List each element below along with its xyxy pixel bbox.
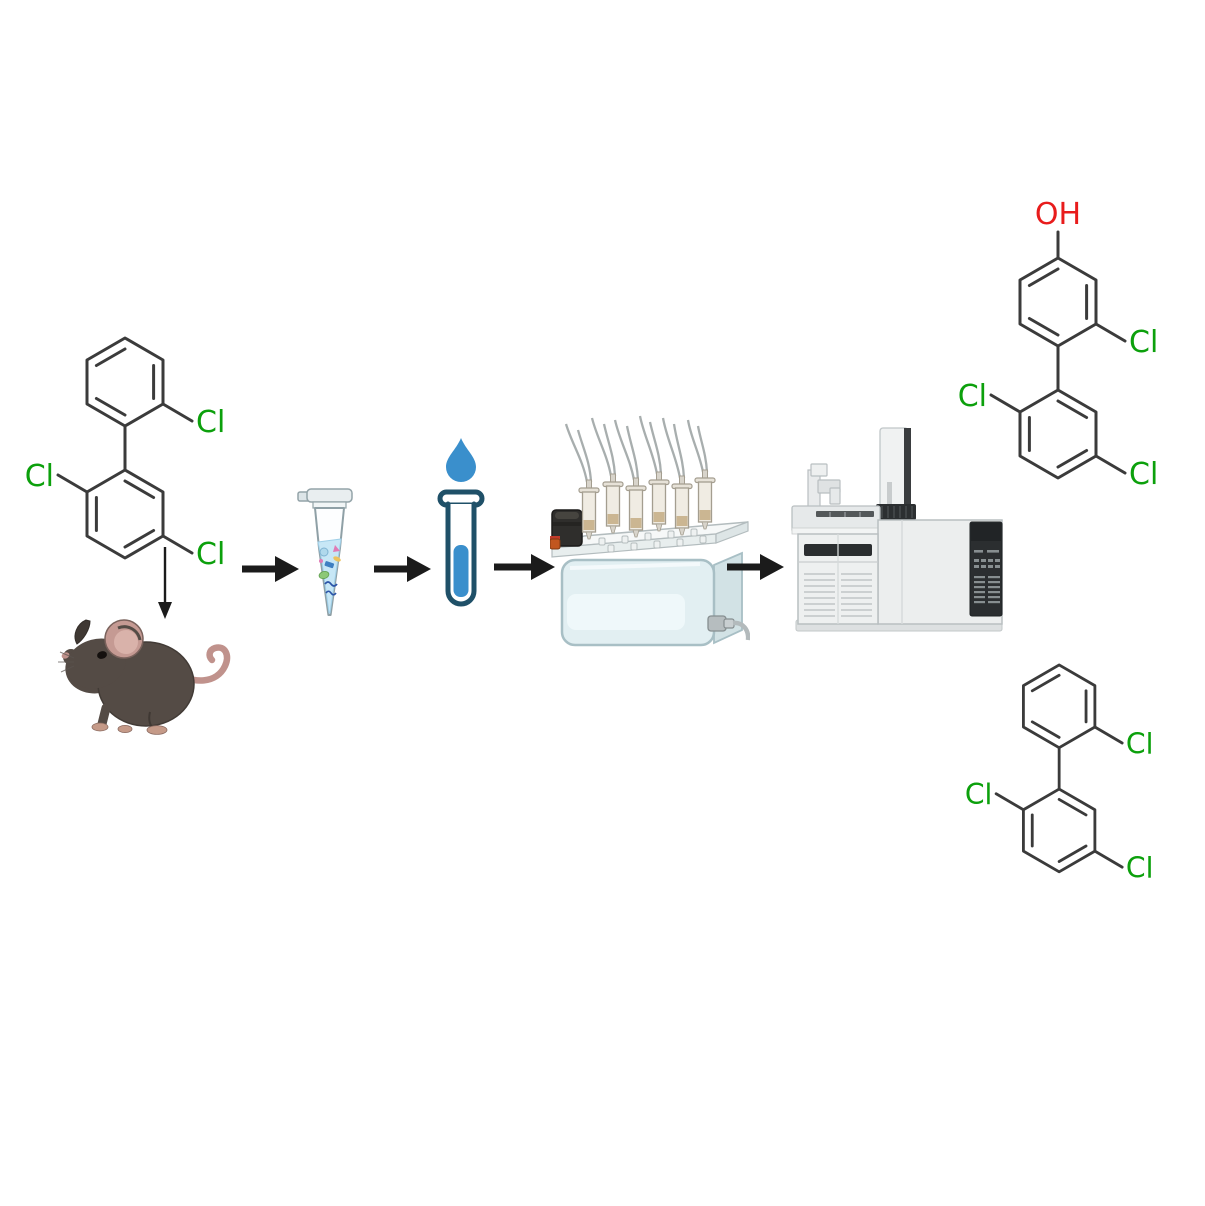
spe-column (671, 475, 693, 536)
spe-column (602, 473, 624, 534)
right-arrow (727, 554, 784, 580)
vacuum-gauge (550, 509, 583, 550)
mouse-illustration (58, 619, 231, 735)
mouse-back-ear (74, 619, 91, 645)
mouse-foot (117, 725, 133, 734)
gc-left-module (797, 533, 879, 625)
spe-vacuum-manifold-icon (550, 415, 750, 647)
right-arrow-icon (727, 554, 784, 580)
spe-column (648, 471, 670, 532)
down-arrow-icon (158, 547, 172, 619)
microcentrifuge-tube-icon (297, 488, 353, 616)
tube-cap (306, 488, 353, 503)
mouse-ear-inner (114, 630, 138, 654)
chlorine-label: Cl (1129, 325, 1158, 360)
lid-ports (598, 528, 707, 553)
gauge-valve-red (550, 536, 560, 540)
right-arrow-icon (494, 554, 555, 580)
tissue-homogenate-specks (318, 545, 341, 596)
autosampler-arm (807, 463, 841, 511)
chlorine-label: Cl (196, 537, 225, 572)
gauge-valve-orange (550, 538, 561, 550)
gc-ms-instrument-icon (791, 427, 1003, 632)
vent-grille (804, 573, 872, 617)
manifold-chamber (560, 551, 743, 647)
mouse-foot (91, 722, 109, 732)
down-arrow-head (158, 602, 172, 619)
chlorine-label: Cl (1129, 457, 1158, 492)
chlorine-label: Cl (958, 379, 987, 414)
spe-tubing (564, 415, 709, 483)
vacuum-hose (732, 620, 750, 641)
chlorine-label: Cl (1126, 727, 1154, 760)
mouse-front-leg (97, 703, 111, 729)
mouse-tail (168, 644, 231, 684)
biphenyl-skeleton (56, 336, 194, 560)
test-tube-liquid (453, 545, 469, 597)
right-arrow-icon (374, 556, 431, 582)
spe-column (694, 469, 716, 530)
hydroxyl-label: OH (1035, 197, 1081, 232)
right-arrow (494, 554, 555, 580)
vacuum-outlet (707, 615, 750, 641)
biphenyl-skeleton (994, 663, 1124, 874)
right-arrow (374, 556, 431, 582)
spe-column (578, 479, 600, 540)
mouse-whiskers (58, 651, 75, 673)
ms-control-panel (969, 521, 1003, 617)
right-arrow-icon (242, 556, 299, 582)
pcb-structure-parent: Cl Cl Cl (25, 336, 225, 572)
mouse-ear-rim (117, 625, 142, 641)
spe-columns (578, 469, 716, 540)
chlorine-label: Cl (1126, 851, 1154, 884)
chlorine-label: Cl (196, 405, 225, 440)
pcb-structure-hydroxylated: OH Cl Cl Cl (958, 197, 1158, 492)
droplet-icon (446, 438, 476, 482)
pcb-structure-parent-product: Cl Cl Cl (965, 663, 1154, 884)
chlorine-label: Cl (965, 778, 992, 811)
spe-column (625, 477, 647, 538)
autosampler-tower (876, 427, 916, 520)
right-arrow (242, 556, 299, 582)
biphenyl-skeleton (989, 230, 1127, 480)
chlorine-label: Cl (25, 459, 54, 494)
droplet-test-tube-icon (437, 438, 485, 607)
mouse-eye (97, 651, 107, 659)
mouse-foot (146, 725, 168, 735)
